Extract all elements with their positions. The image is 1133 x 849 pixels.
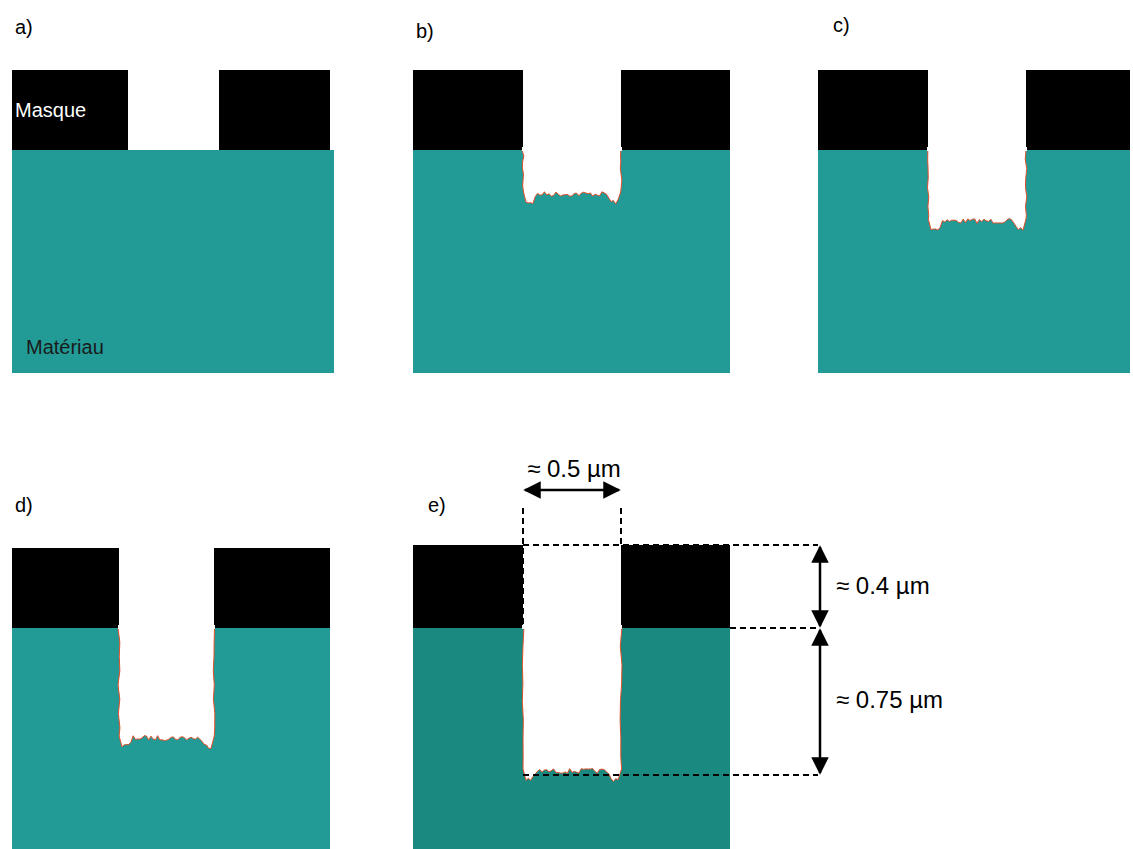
dimension-label: ≈ 0.4 µm [836, 572, 930, 600]
mask-block [214, 548, 330, 628]
dimension-arrow [819, 547, 822, 626]
etch-panel [413, 545, 730, 849]
material-block [818, 150, 1130, 373]
etched-trench [118, 628, 215, 748]
etched-trench [927, 150, 1026, 230]
dimension-label: ≈ 0.75 µm [836, 686, 943, 714]
mask-block [413, 545, 523, 628]
mask-block: Masque [12, 70, 128, 150]
mask-block [621, 70, 730, 150]
material-block [413, 628, 730, 849]
material-block: Matériau [12, 150, 334, 373]
mask-block [621, 545, 730, 628]
etch-panel [219, 70, 330, 150]
material-block [413, 150, 730, 373]
panel-letter: d) [15, 494, 33, 517]
mask-block [12, 548, 119, 628]
dimension-label: ≈ 0.5 µm [527, 455, 621, 483]
panel-letter: a) [15, 16, 33, 39]
mask-block [219, 70, 330, 150]
etched-trench [522, 628, 622, 781]
mask-block [1026, 70, 1130, 150]
dimension-arrow [819, 630, 822, 773]
etched-trench [522, 150, 622, 204]
etch-panel [818, 70, 1130, 373]
panel-letter: b) [416, 20, 434, 43]
dimension-arrow [525, 489, 619, 492]
material-label: Masque [15, 99, 128, 122]
panel-letter: c) [833, 14, 850, 37]
mask-block [413, 70, 523, 150]
mask-block [818, 70, 928, 150]
etch-panel [12, 548, 330, 849]
material-label: Matériau [26, 336, 334, 359]
dimension-lines [523, 490, 820, 775]
material-block [12, 628, 330, 849]
etch-panel [413, 70, 730, 373]
panel-letter: e) [428, 494, 446, 517]
